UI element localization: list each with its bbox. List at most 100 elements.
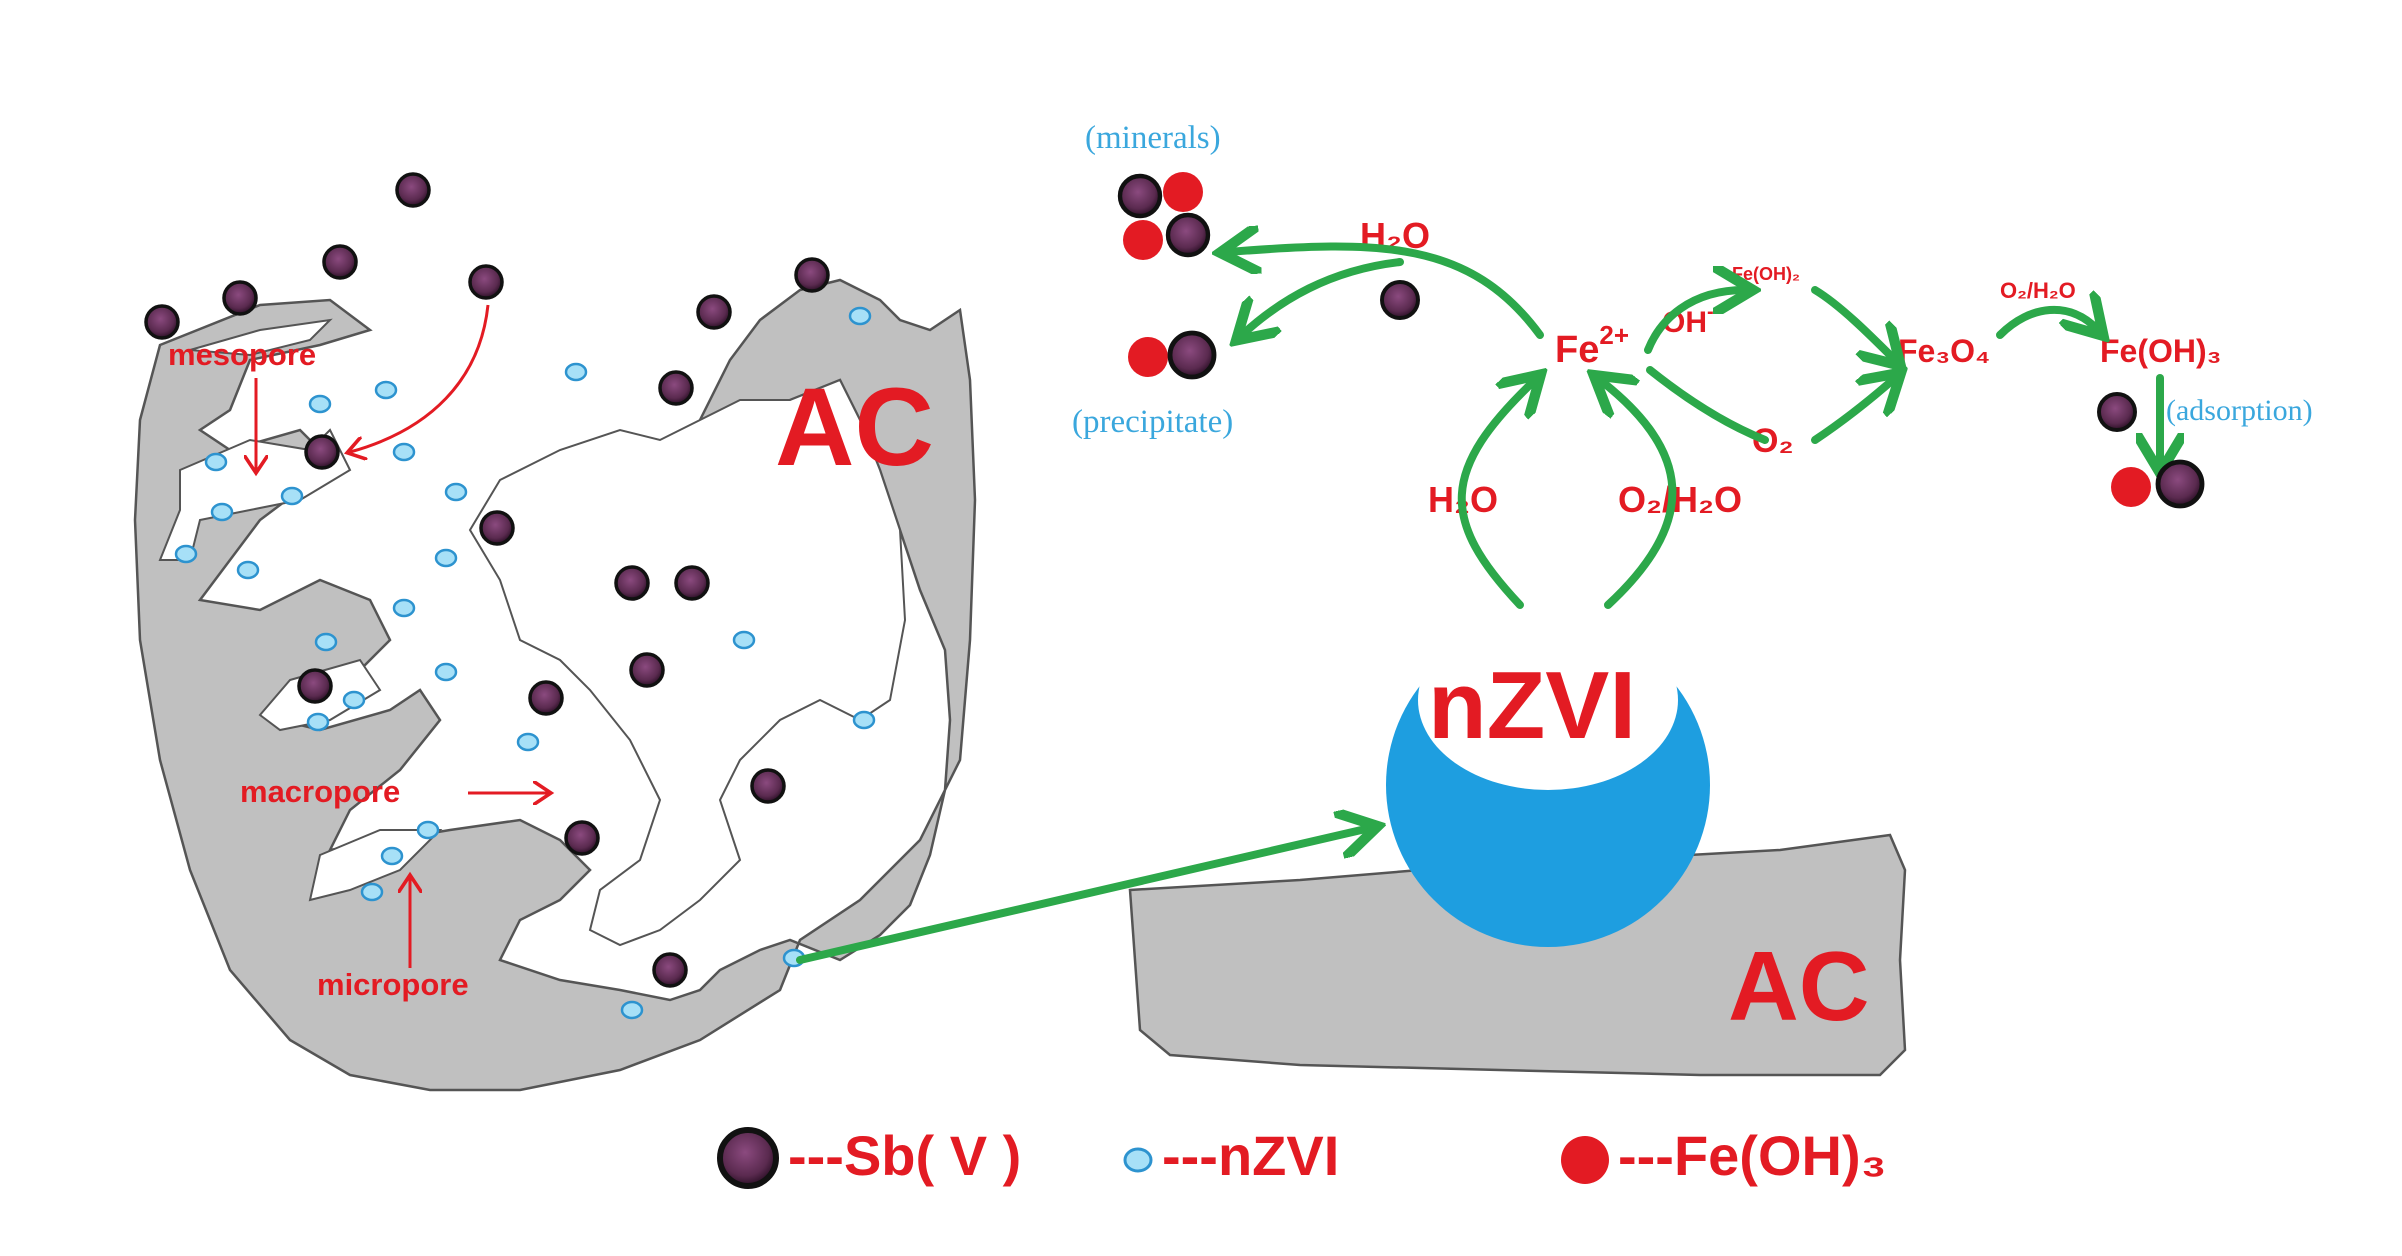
fe2-label: Fe2+ [1555,320,1629,371]
micropore-label: micropore [317,967,469,1002]
sb-v-particle [794,257,830,293]
feoh3-particle [1163,172,1203,212]
fe2-sup: 2+ [1599,320,1629,350]
nzvi-particle [392,442,416,462]
nzvi-particle [434,548,458,568]
sb-v-particles [144,172,830,988]
legend-sb-v-symbol [717,1127,779,1189]
nzvi-particle [416,820,440,840]
nzvi-sphere-label: nZVI [1428,652,1636,759]
nzvi-particle [204,452,228,472]
nzvi-particle [392,598,416,618]
nzvi-sphere-core [1418,610,1678,790]
feoh2-label: Fe(OH)₂ [1732,264,1800,284]
arrow-nzvi-to-fe2-o2 [1600,380,1677,609]
nzvi-particle [380,846,404,866]
sb-v-particle [2097,392,2137,432]
arrow-fe2-to-precipitate [1242,258,1404,335]
arrow-fe2-to-feoh2 [1644,290,1745,354]
feoh3-particle [1128,337,1168,377]
nzvi-particle [374,380,398,400]
legend-nzvi-text: ---nZVI [1162,1124,1339,1187]
arrow-nzvi-to-fe2-h2o [1457,380,1535,609]
sb-v-particle [614,565,650,601]
sb-v-particle [658,370,694,406]
fe2-base: Fe [1555,329,1599,371]
legend-nzvi-symbol [1123,1147,1153,1173]
nzvi-sphere: nZVI [1386,610,1710,947]
nzvi-particle [620,1000,644,1020]
sb-v-particle [1380,280,1420,320]
pore-annotations: mesopore macropore micropore [168,304,548,1002]
ac-particle-left: AC [133,278,977,1092]
sb-v-particle [322,244,358,280]
feoh3-particle [1123,220,1163,260]
sb-v-particle [1165,212,1211,258]
nzvi-particle [516,732,540,752]
o2-h2o-right-label: O₂/H₂O [1618,479,1742,520]
ac-label-right: AC [1728,931,1870,1041]
nzvi-particle [732,630,756,650]
sb-v-particle [479,510,515,546]
arrow-feoh2-to-fe3o4 [1811,286,1895,360]
sb-v-particle [2155,459,2205,509]
sb-v-particle [696,294,732,330]
sb-v-particle [395,172,431,208]
sb-v-particle [297,668,333,704]
feoh3-top-label: Fe(OH)₃ [2100,333,2221,369]
legend-feoh3-text: ---Fe(OH)₃ [1618,1124,1887,1187]
legend-sb-v-text: ---Sb( V ) [788,1124,1021,1187]
legend-item-nzvi: ---nZVI [1123,1124,1339,1187]
nzvi-particle [236,560,260,580]
nzvi-particle [280,486,304,506]
sb-v-particle [304,434,340,470]
sb-v-particle [629,652,665,688]
nzvi-particle [444,482,468,502]
sb-v-particle [468,264,504,300]
sb-v-particle [1167,330,1217,380]
nzvi-particle [174,544,198,564]
sb-v-particle [528,680,564,716]
oh-sup: - [1707,301,1714,323]
sb-v-particle [564,820,600,856]
nzvi-particle [434,662,458,682]
reaction-scheme: (minerals) (precipitate) (adsorption) H₂… [1072,120,2313,609]
o2-h2o-small-label: O₂/H₂O [2000,278,2076,303]
arrow-fe2-to-minerals [1228,247,1544,339]
mesopore-label: mesopore [168,337,316,372]
minerals-label: (minerals) [1085,120,1221,156]
feoh3-particle [2111,467,2151,507]
arrow-fe2-to-fe3o4-o2 [1646,370,1895,444]
legend: ---Sb( V ) ---nZVI ---Fe(OH)₃ [717,1124,1887,1189]
sb-adsorption-curve-arrow [350,304,490,452]
precipitate-label: (precipitate) [1072,404,1233,440]
sb-v-particle [144,304,180,340]
sb-v-particle [222,280,258,316]
legend-feoh3-symbol [1561,1136,1609,1184]
nzvi-particle [342,690,366,710]
nzvi-particle [564,362,588,382]
legend-item-sb-v: ---Sb( V ) [717,1124,1021,1189]
ac-support-right: AC [1128,833,1907,1077]
zoom-arrow [796,828,1370,964]
adsorption-label: (adsorption) [2166,394,2313,427]
sb-v-particle [1117,173,1163,219]
nzvi-particle [314,632,338,652]
nzvi-particles [174,306,876,1020]
ac-label-left: AC [775,366,934,489]
nzvi-particle [306,712,330,732]
product-clusters [1117,172,2205,509]
nzvi-particle [852,710,876,730]
nzvi-particle [210,502,234,522]
fe3o4-label: Fe₃O₄ [1898,333,1990,369]
macropore-label: macropore [240,774,400,809]
nzvi-particle [848,306,872,326]
nzvi-particle [360,882,384,902]
sb-v-particle [652,952,688,988]
sb-v-particle [750,768,786,804]
legend-item-feoh3: ---Fe(OH)₃ [1561,1124,1887,1187]
nzvi-particle [308,394,332,414]
arrow-fe3o4-to-feoh3 [1996,310,2098,335]
